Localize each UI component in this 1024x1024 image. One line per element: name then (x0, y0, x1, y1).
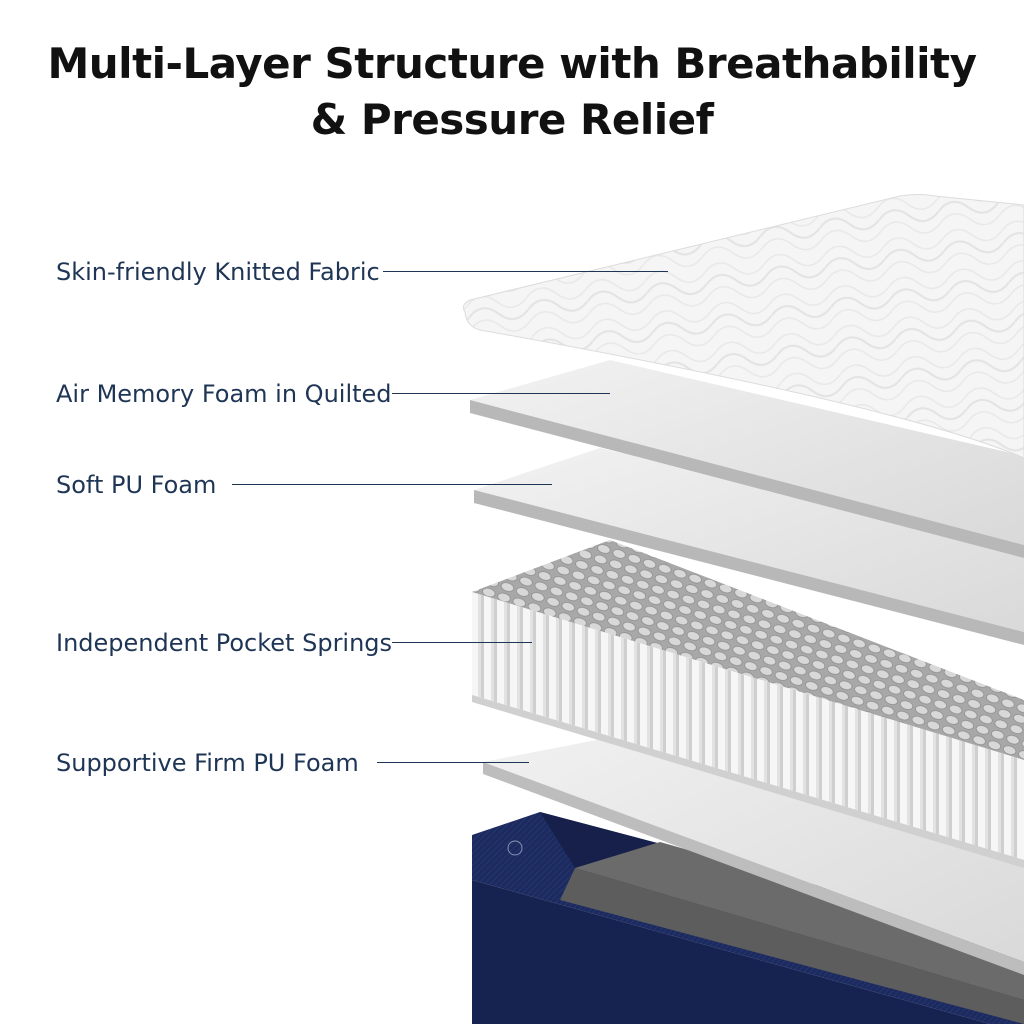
leader-line-knitted-fabric (383, 271, 668, 272)
label-soft-foam: Soft PU Foam (56, 471, 217, 499)
label-firm-foam: Supportive Firm PU Foam (56, 749, 359, 777)
label-knitted-fabric: Skin-friendly Knitted Fabric (56, 258, 380, 286)
title-line-2: & Pressure Relief (310, 95, 714, 144)
leader-line-soft-foam (232, 484, 552, 485)
memory-foam-layer (470, 360, 1024, 558)
navy-base-frame (472, 812, 1024, 1024)
soft-foam-layer (474, 448, 1024, 645)
firm-foam-layer (483, 722, 1024, 975)
logo-badge-icon (507, 840, 523, 856)
pocket-springs-layer (472, 540, 1024, 868)
knitted-fabric-layer (462, 194, 1024, 459)
leader-line-pocket-springs (392, 642, 532, 643)
leader-line-memory-foam (392, 393, 610, 394)
leader-line-firm-foam (377, 762, 529, 763)
label-pocket-springs: Independent Pocket Springs (56, 629, 393, 657)
title-line-1: Multi-Layer Structure with Breathability (47, 39, 977, 88)
page-title: Multi-Layer Structure with Breathability… (0, 36, 1024, 148)
label-memory-foam: Air Memory Foam in Quilted (56, 380, 392, 408)
